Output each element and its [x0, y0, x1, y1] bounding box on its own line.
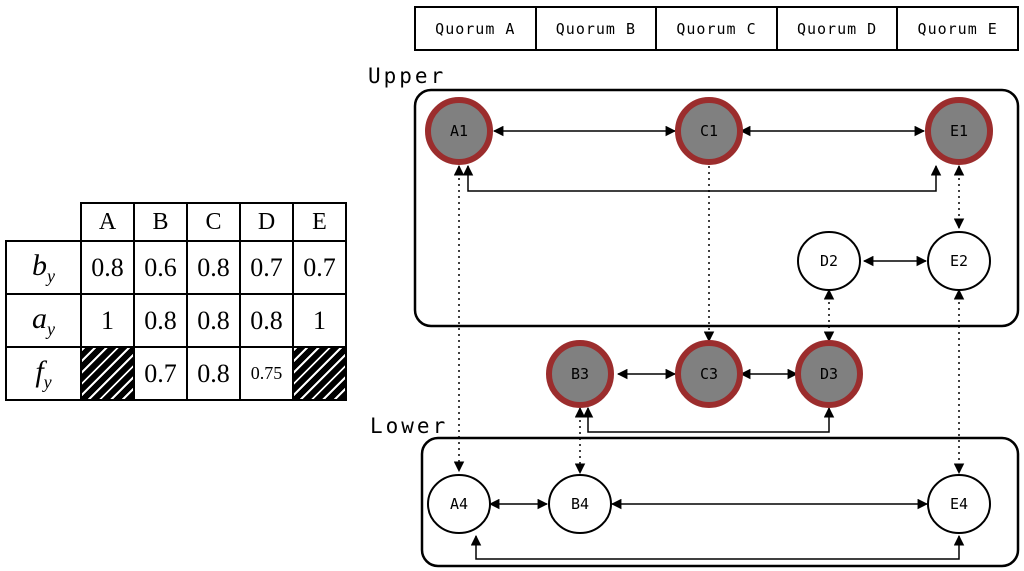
node-b3: B3 [546, 340, 614, 408]
table-cell: 0.7 [133, 346, 188, 401]
row-label: by [5, 240, 82, 295]
quorum-legend: Quorum A Quorum B Quorum C Quorum D Quor… [414, 6, 1019, 51]
table-header-row: A B C D E [6, 202, 347, 242]
upper-region-box [413, 88, 1020, 328]
node-d2: D2 [797, 231, 861, 291]
row-label: fy [5, 346, 82, 401]
table-cell: 0.8 [186, 240, 241, 295]
table-cell: 0.75 [239, 346, 294, 401]
node-b3-label: B3 [571, 365, 589, 383]
hatched-cell [292, 346, 347, 401]
node-d3-label: D3 [820, 365, 838, 383]
node-a4: A4 [427, 474, 491, 534]
table-cell: 0.7 [292, 240, 347, 295]
node-b4: B4 [548, 474, 612, 534]
table-cell: 0.8 [239, 293, 294, 348]
node-a1: A1 [425, 97, 493, 165]
upper-region-label: Upper [368, 64, 447, 88]
node-a4-label: A4 [450, 495, 468, 513]
column-header: C [186, 202, 241, 242]
node-e1-label: E1 [950, 122, 968, 140]
node-e4-label: E4 [950, 495, 968, 513]
node-e2-label: E2 [950, 252, 968, 270]
node-c1-label: C1 [700, 122, 718, 140]
node-d3: D3 [795, 340, 863, 408]
row-symbol: b [32, 248, 47, 282]
node-d2-label: D2 [820, 252, 838, 270]
node-c1: C1 [675, 97, 743, 165]
link-a1-e1 [462, 164, 942, 192]
table-cell: 0.8 [133, 293, 188, 348]
quorum-a-cell: Quorum A [416, 8, 537, 49]
column-header: E [292, 202, 347, 242]
column-header: A [80, 202, 135, 242]
row-symbol: f [35, 354, 44, 388]
quorum-d-cell: Quorum D [778, 8, 899, 49]
node-e2: E2 [927, 231, 991, 291]
link-a4-e4 [470, 534, 965, 560]
table-cell: 1 [292, 293, 347, 348]
table-cell: 0.8 [80, 240, 135, 295]
row-symbol: a [32, 301, 47, 335]
table-cell: 0.8 [186, 346, 241, 401]
lower-region-box [420, 436, 1020, 568]
node-b4-label: B4 [571, 495, 589, 513]
table-cell: 0.7 [239, 240, 294, 295]
column-header: D [239, 202, 294, 242]
table-row: ay 1 0.8 0.8 0.8 1 [5, 293, 347, 348]
row-subscript: y [47, 265, 55, 286]
quorum-b-cell: Quorum B [537, 8, 658, 49]
table-row: fy 0.7 0.8 0.75 [5, 346, 347, 401]
lower-region-label: Lower [370, 414, 449, 438]
quorum-e-cell: Quorum E [917, 19, 998, 38]
row-label: ay [5, 293, 82, 348]
node-a1-label: A1 [450, 122, 468, 140]
table-cell: 0.8 [186, 293, 241, 348]
column-header: B [133, 202, 188, 242]
row-subscript: y [43, 371, 52, 392]
node-e4: E4 [927, 474, 991, 534]
row-subscript: y [47, 318, 55, 339]
quorum-c-cell: Quorum C [657, 8, 778, 49]
parameter-table: A B C D E by 0.8 0.6 0.8 0.7 0.7 ay 1 0.… [5, 202, 347, 401]
table-row: by 0.8 0.6 0.8 0.7 0.7 [5, 240, 347, 295]
table-cell: 1 [80, 293, 135, 348]
table-cell: 0.6 [133, 240, 188, 295]
node-c3-label: C3 [700, 365, 718, 383]
node-c3: C3 [675, 340, 743, 408]
node-e1: E1 [925, 97, 993, 165]
hatched-cell [80, 346, 135, 401]
link-b3-d3 [582, 406, 835, 433]
table-corner [6, 203, 82, 242]
